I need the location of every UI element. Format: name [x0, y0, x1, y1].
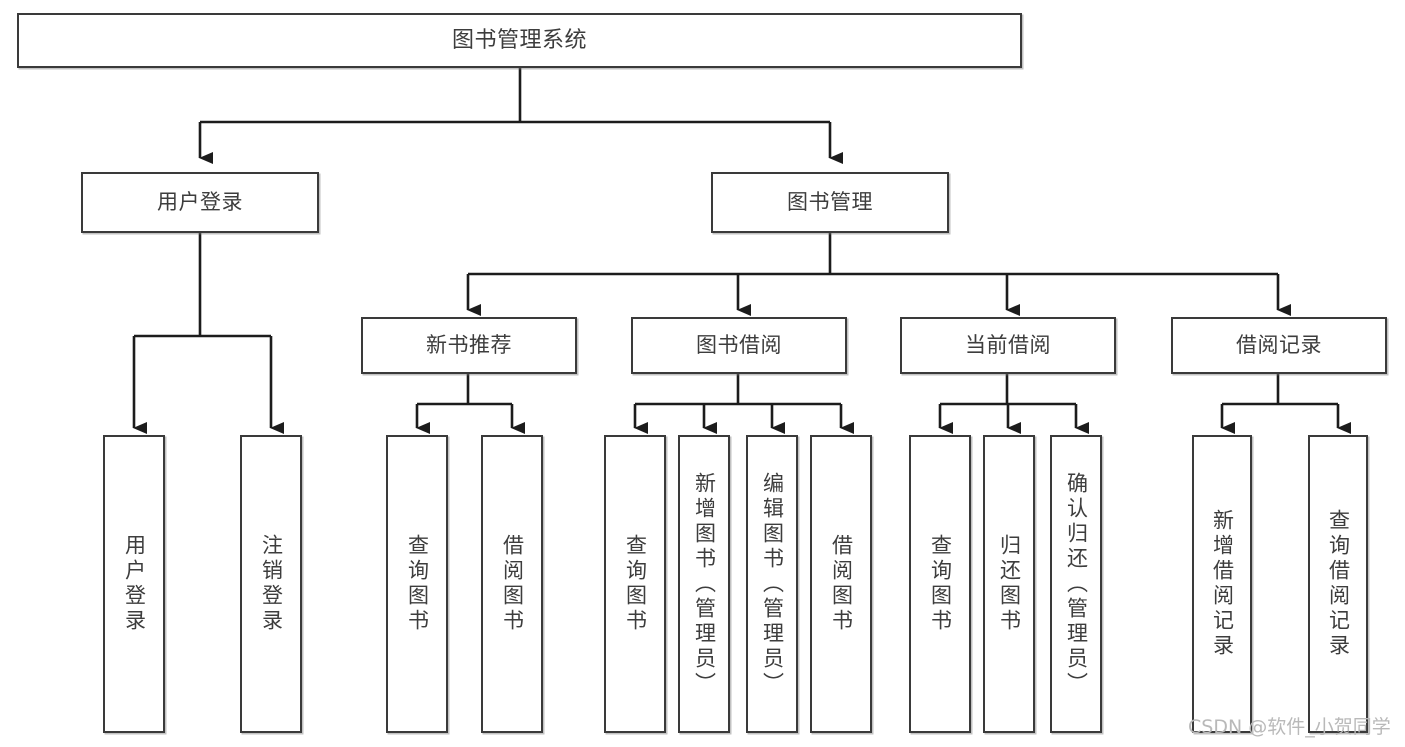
node-label: 新书推荐: [426, 333, 512, 358]
node-user-login[interactable]: 用户登录: [81, 172, 319, 233]
node-label: 当前借阅: [965, 333, 1051, 358]
leaf-query-book-recommend[interactable]: 查询图书: [386, 435, 448, 733]
node-label: 图书借阅: [696, 333, 782, 358]
leaf-user-logout[interactable]: 注销登录: [240, 435, 302, 733]
node-label: 图书管理系统: [451, 27, 587, 53]
leaf-borrow-book-borrow[interactable]: 借阅图书: [810, 435, 872, 733]
node-label: 查询图书: [623, 534, 648, 634]
node-current-borrow[interactable]: 当前借阅: [900, 317, 1116, 374]
node-book-management[interactable]: 图书管理: [711, 172, 949, 233]
node-label: 查询图书: [928, 534, 953, 634]
leaf-user-login[interactable]: 用户登录: [103, 435, 165, 733]
node-book-borrow[interactable]: 图书借阅: [631, 317, 847, 374]
node-label: 编辑图书（管理员）: [760, 471, 785, 697]
node-new-book-recommend[interactable]: 新书推荐: [361, 317, 577, 374]
node-label: 新增借阅记录: [1210, 509, 1235, 659]
node-label: 查询图书: [405, 534, 430, 634]
leaf-add-book-admin[interactable]: 新增图书（管理员）: [678, 435, 730, 733]
node-borrow-record[interactable]: 借阅记录: [1171, 317, 1387, 374]
leaf-query-book-current[interactable]: 查询图书: [909, 435, 971, 733]
node-label: 借阅记录: [1236, 333, 1322, 358]
node-label: 确认归还（管理员）: [1064, 471, 1089, 697]
leaf-edit-book-admin[interactable]: 编辑图书（管理员）: [746, 435, 798, 733]
node-label: 图书管理: [787, 190, 873, 215]
leaf-confirm-return-admin[interactable]: 确认归还（管理员）: [1050, 435, 1102, 733]
node-label: 新增图书（管理员）: [692, 471, 717, 697]
node-label: 用户登录: [122, 534, 147, 634]
leaf-query-borrow-record[interactable]: 查询借阅记录: [1308, 435, 1368, 733]
node-label: 用户登录: [157, 190, 243, 215]
leaf-return-book[interactable]: 归还图书: [983, 435, 1035, 733]
watermark-text: CSDN @软件_小贺同学: [1188, 716, 1391, 738]
leaf-add-borrow-record[interactable]: 新增借阅记录: [1192, 435, 1252, 733]
node-label: 借阅图书: [500, 534, 525, 634]
leaf-borrow-book-recommend[interactable]: 借阅图书: [481, 435, 543, 733]
node-label: 归还图书: [997, 534, 1022, 634]
node-label: 注销登录: [259, 534, 284, 634]
node-root-book-management-system[interactable]: 图书管理系统: [17, 13, 1022, 68]
leaf-query-book-borrow[interactable]: 查询图书: [604, 435, 666, 733]
node-label: 查询借阅记录: [1326, 509, 1351, 659]
node-label: 借阅图书: [829, 534, 854, 634]
